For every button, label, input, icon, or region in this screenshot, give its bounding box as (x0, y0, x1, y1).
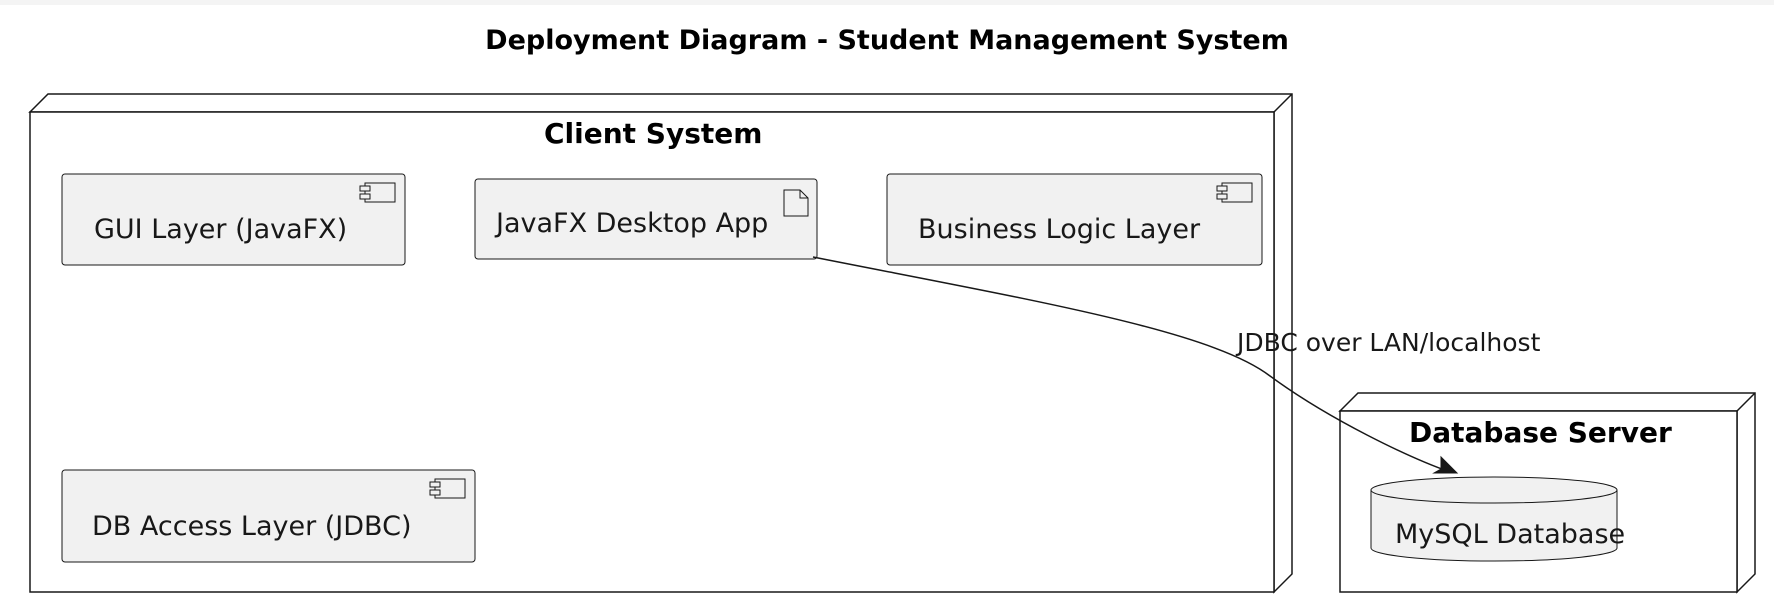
top-strip (0, 0, 1774, 5)
desktop-app-label: JavaFX Desktop App (496, 208, 769, 239)
component-icon (429, 478, 466, 499)
gui-layer-component (61, 173, 406, 266)
gui-layer-label: GUI Layer (JavaFX) (94, 214, 348, 245)
business-logic-component (886, 173, 1263, 266)
component-icon (1216, 182, 1253, 203)
artifact-icon (783, 189, 809, 217)
edge-label: JDBC over LAN/localhost (1237, 328, 1541, 357)
database-server-title: Database Server (1409, 416, 1672, 449)
desktop-app-artifact (474, 178, 818, 260)
client-system-title: Client System (544, 117, 763, 150)
arrow-head-icon (1432, 455, 1459, 474)
business-logic-label: Business Logic Layer (918, 214, 1201, 245)
db-access-label: DB Access Layer (JDBC) (92, 511, 412, 542)
mysql-database-label: MySQL Database (1395, 519, 1626, 550)
db-access-component (61, 469, 476, 563)
diagram-title: Deployment Diagram - Student Management … (485, 25, 1289, 56)
component-icon (359, 182, 396, 203)
jdbc-connection-edge (812, 256, 1459, 474)
mysql-database-cylinder (1370, 476, 1618, 562)
